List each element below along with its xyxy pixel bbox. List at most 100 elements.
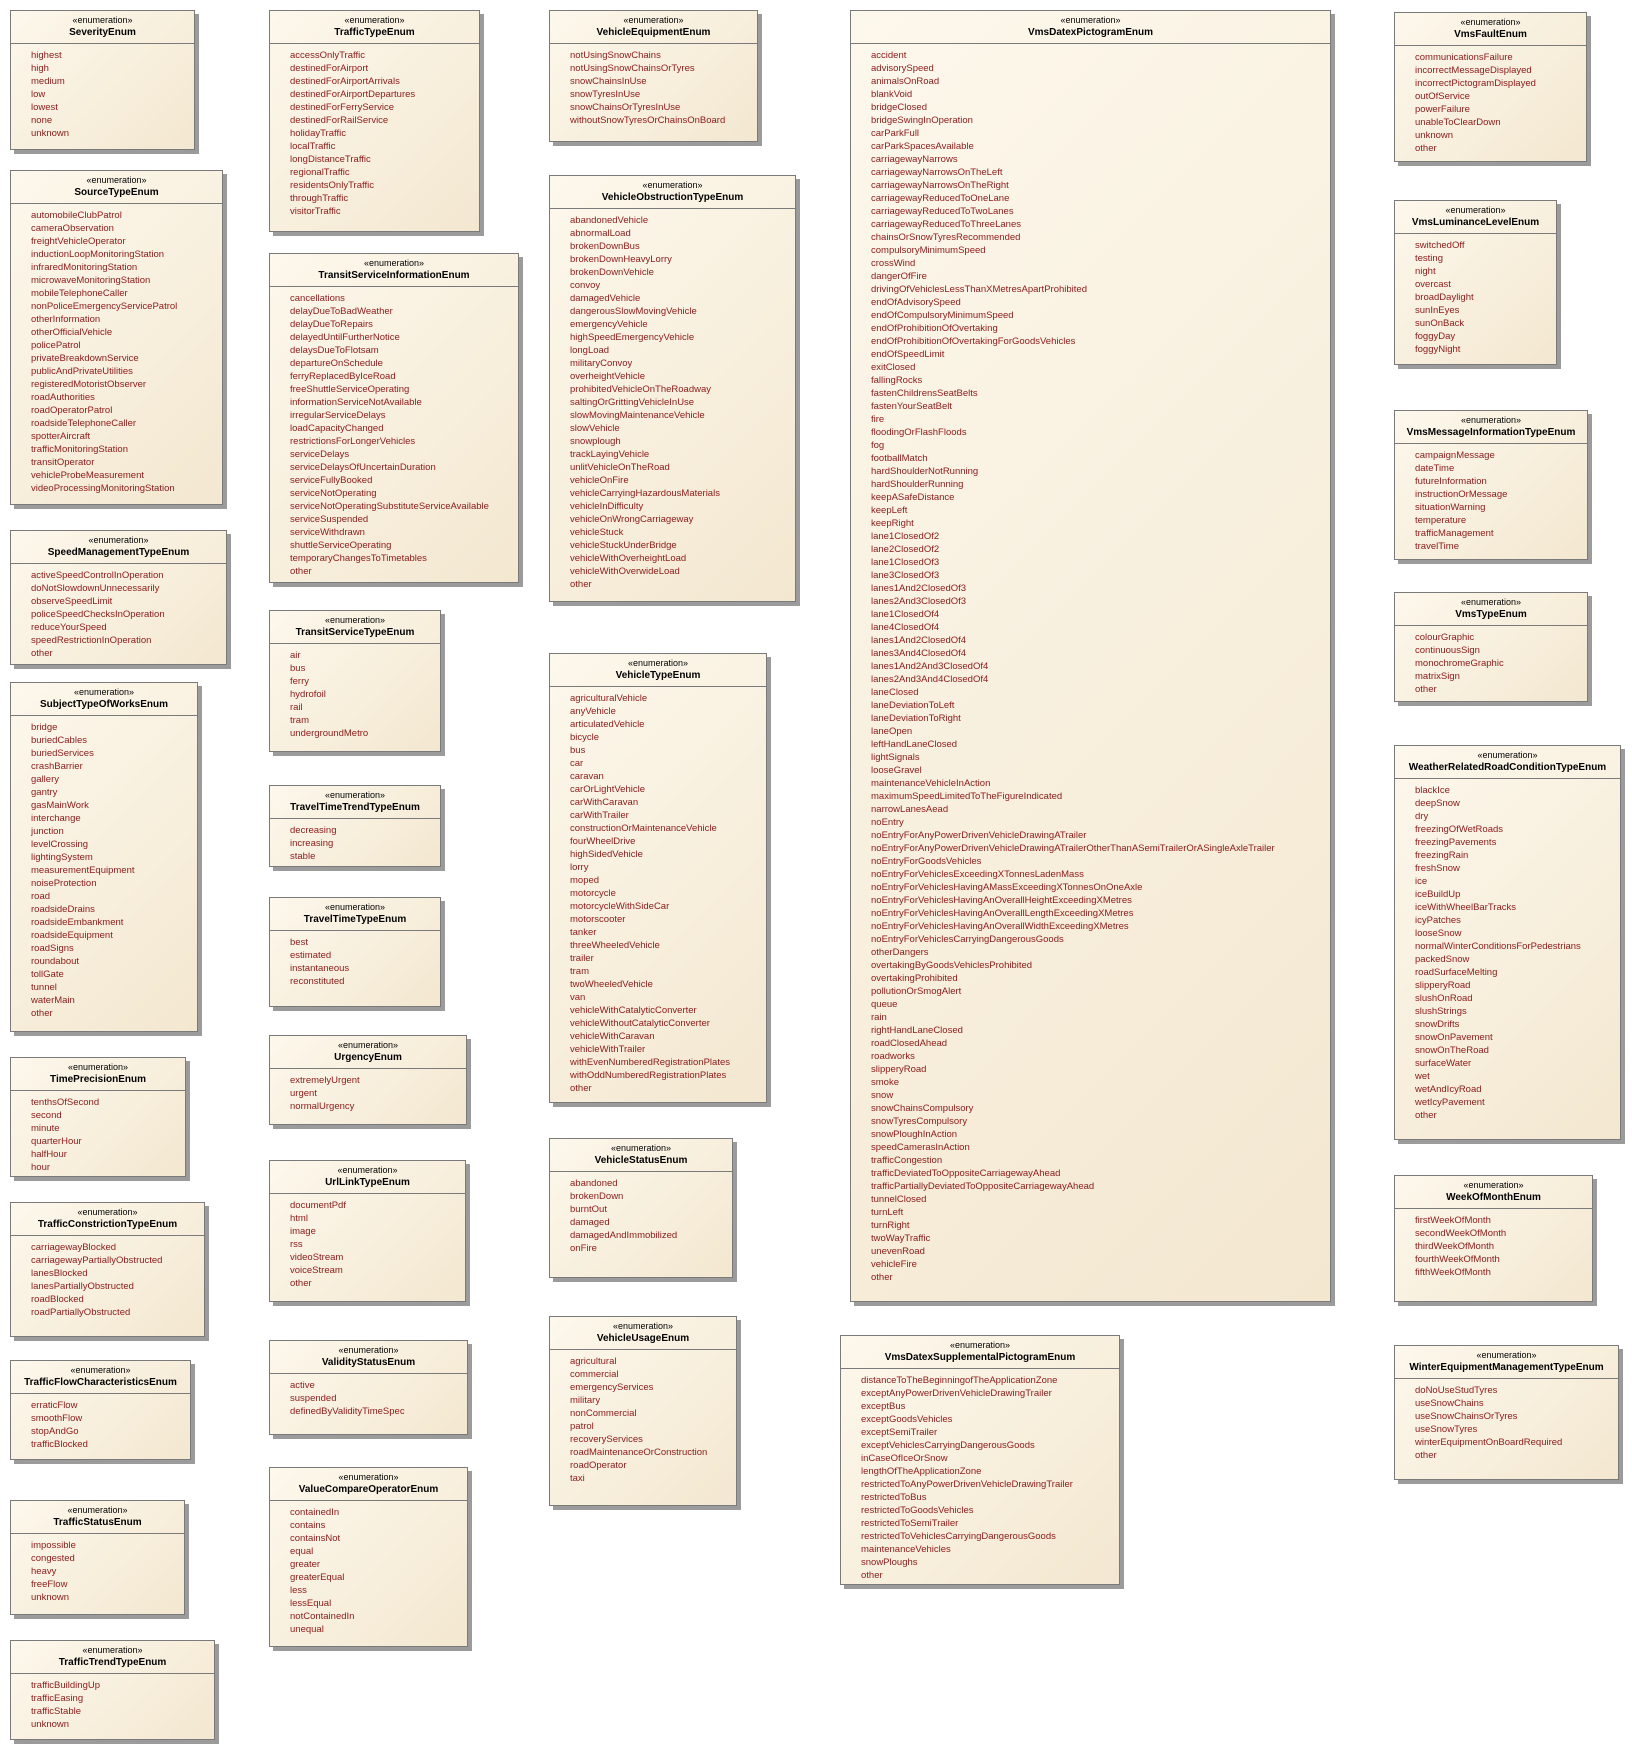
enum-vms-datex-supplemental-pictogram-enum[interactable]: «enumeration»VmsDatexSupplementalPictogr… [840,1335,1120,1585]
enum-literal: tunnel [31,982,57,993]
enum-literal: twoWayTraffic [871,1233,931,1244]
enum-literal: useSnowChainsOrTyres [1415,1411,1518,1422]
enum-literal: damagedVehicle [570,293,641,304]
enum-literal: vehicleCarryingHazardousMaterials [570,488,720,499]
enum-literal: rain [871,1012,887,1023]
enum-literal: lanes2And3ClosedOf3 [871,596,967,607]
enum-traffic-flow-characteristics-enum[interactable]: «enumeration»TrafficFlowCharacteristicsE… [10,1360,191,1460]
enum-literal: restrictedToVehiclesCarryingDangerousGoo… [861,1531,1056,1542]
enum-literal: trafficEasing [31,1693,84,1704]
enum-literal: queue [871,999,898,1010]
enum-literal: impossible [31,1540,76,1551]
enum-literal: videoProcessingMonitoringStation [31,483,175,494]
enum-literal: vehicleWithoutCatalyticConverter [570,1018,710,1029]
enum-literal: dry [1415,811,1429,822]
enum-header: «enumeration»WeatherRelatedRoadCondition… [1395,746,1620,779]
enum-header: «enumeration»VmsDatexPictogramEnum [851,11,1330,44]
enum-literal: snowplough [570,436,621,447]
enum-literal: withEvenNumberedRegistrationPlates [570,1057,730,1068]
enum-literal: sunOnBack [1415,318,1465,329]
enum-literal: notUsingSnowChains [570,50,661,61]
enum-literal: otherDangers [871,947,929,958]
enum-literals: distanceToTheBeginningofTheApplicationZo… [841,1369,1119,1586]
enum-literal: noEntryForVehiclesHavingAnOverallWidthEx… [871,921,1129,932]
enum-literal: roadClosedAhead [871,1038,948,1049]
enum-traffic-constriction-type-enum[interactable]: «enumeration»TrafficConstrictionTypeEnum… [10,1202,205,1337]
enum-literal: lorry [570,862,589,873]
enum-stereotype: «enumeration» [627,658,689,668]
enum-literal: lane1ClosedOf4 [871,609,940,620]
enum-literal: endOfCompulsoryMinimumSpeed [871,310,1014,321]
enum-literal: trafficPartiallyDeviatedToOppositeCarria… [871,1181,1095,1192]
enum-literal: contains [290,1520,326,1531]
enum-literal: smoke [871,1077,899,1088]
enum-literal: throughTraffic [290,193,349,204]
enum-winter-equipment-management-type-enum[interactable]: «enumeration»WinterEquipmentManagementTy… [1394,1345,1619,1480]
enum-literal: monochromeGraphic [1415,658,1504,669]
enum-literal: destinedForFerryService [290,102,395,113]
enum-transit-service-information-enum[interactable]: «enumeration»TransitServiceInformationEn… [269,253,519,583]
enum-literal: freezingOfWetRoads [1415,824,1504,835]
enum-literal: endOfProhibitionOfOvertakingForGoodsVehi… [871,336,1076,347]
enum-literal: useSnowTyres [1415,1424,1478,1435]
enum-stereotype: «enumeration» [73,687,135,697]
enum-vms-message-information-type-enum[interactable]: «enumeration»VmsMessageInformationTypeEn… [1394,410,1588,560]
enum-literal: abandoned [570,1178,618,1189]
enum-weather-related-road-condition-type-enum[interactable]: «enumeration»WeatherRelatedRoadCondition… [1394,745,1621,1140]
enum-literal: footballMatch [871,453,928,464]
enum-literal: vehicleInDifficulty [570,501,644,512]
enum-literal: other [570,1083,592,1094]
enum-literal: hardShoulderRunning [871,479,964,490]
enum-literal: carriagewayNarrows [871,154,958,165]
enum-literal: blackIce [1415,785,1450,796]
enum-literal: packedSnow [1415,954,1470,965]
enum-literal: prohibitedVehicleOnTheRoadway [570,384,712,395]
enum-literal: nonPoliceEmergencyServicePatrol [31,301,178,312]
enum-literal: slipperyRoad [1415,980,1471,991]
enum-literal: carWithCaravan [570,797,639,808]
enum-name: TrafficStatusEnum [53,1517,142,1528]
enum-literal: futureInformation [1415,476,1487,487]
enum-name: TrafficTrendTypeEnum [58,1657,167,1668]
enum-literal: heavy [31,1566,57,1577]
enum-literal: gasMainWork [31,800,89,811]
enum-literal: cancellations [290,293,345,304]
enum-literal: other [1415,143,1437,154]
enum-literal: ice [1415,876,1428,887]
enum-literal: other [1415,684,1437,695]
enum-name: VehicleObstructionTypeEnum [601,192,744,203]
enum-literal: high [31,63,49,74]
enum-literal: fog [871,440,885,451]
enum-literal: outOfService [1415,91,1470,102]
enum-stereotype: «enumeration» [72,15,133,25]
enum-literal: serviceNotOperating [290,488,377,499]
